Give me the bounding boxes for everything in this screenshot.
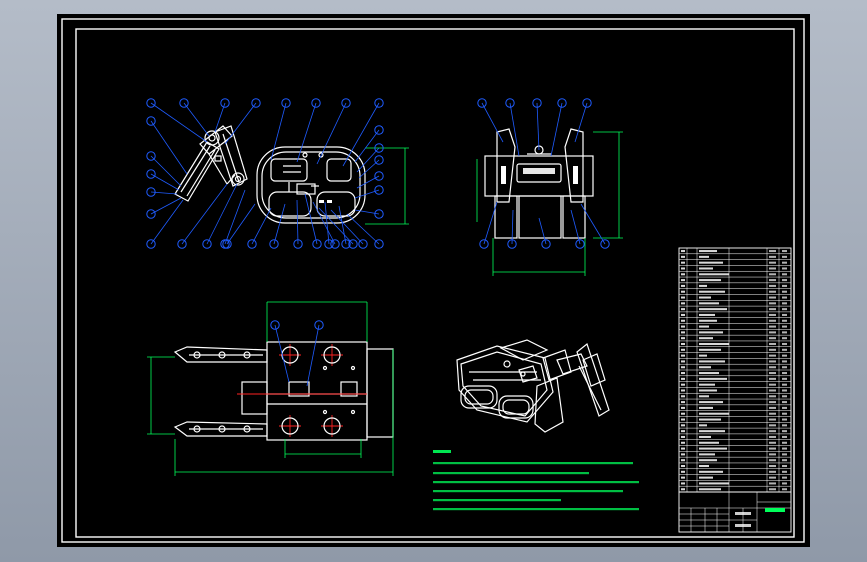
side-view-balloon (296, 98, 321, 163)
side-view-balloon (312, 201, 340, 249)
front-view-balloon (570, 209, 585, 249)
side-view-balloon (318, 207, 358, 249)
side-view-balloon (354, 125, 384, 163)
side-view-balloon (179, 98, 210, 137)
front-view-balloon (532, 98, 542, 151)
side-view-balloon (214, 98, 230, 133)
cad-viewport[interactable] (57, 14, 810, 547)
side-view-balloon (304, 193, 322, 249)
side-view-balloon (354, 209, 384, 219)
front-view-balloon (477, 98, 504, 143)
front-view-balloon (550, 98, 567, 157)
side-view-balloon (356, 171, 384, 189)
side-view-balloon (220, 189, 246, 249)
side-view-arm (174, 125, 248, 202)
front-view-balloons (477, 98, 610, 249)
top-view-balloon (306, 320, 324, 387)
side-view-balloon (177, 183, 228, 249)
side-view-balloon (146, 199, 184, 249)
side-view-balloon (202, 183, 238, 249)
side-view-balloon (247, 207, 272, 249)
front-view-balloon (574, 98, 592, 143)
side-view-balloons (146, 98, 384, 249)
side-view-balloon (324, 201, 334, 249)
outer-frame (61, 18, 805, 543)
front-view-balloon (479, 201, 498, 249)
bill-of-materials (678, 247, 792, 493)
side-view-balloon (146, 197, 182, 219)
isometric-view (456, 339, 610, 433)
side-view-dimensions (365, 147, 409, 225)
side-view-balloon (269, 203, 286, 249)
side-view-balloon (346, 213, 384, 249)
front-view (476, 98, 623, 276)
side-view-balloon (316, 98, 351, 165)
side-view-balloon (146, 151, 182, 187)
top-view-balloons (270, 320, 324, 387)
technical-requirements (433, 450, 639, 511)
assembly-drawing (61, 18, 805, 543)
side-view-balloon (222, 203, 256, 249)
top-view (147, 301, 394, 476)
side-view-balloon (224, 98, 261, 145)
side-view-balloon (338, 205, 351, 249)
side-view-balloon (270, 98, 291, 161)
side-view-balloon (146, 169, 180, 191)
side-view (146, 98, 409, 249)
front-view-balloon (507, 209, 517, 249)
side-view-balloon (342, 98, 384, 167)
front-view-balloon (538, 217, 551, 249)
side-view-balloon (354, 185, 384, 199)
side-view-balloon (330, 209, 368, 249)
inner-frame (75, 28, 795, 538)
front-view-balloon (505, 98, 520, 157)
side-view-balloon (146, 116, 188, 175)
title-block (678, 491, 792, 533)
side-view-balloon (146, 187, 178, 197)
side-view-balloon (356, 143, 384, 173)
top-view-balloon (270, 320, 290, 383)
side-view-balloon (146, 98, 208, 143)
side-view-balloon (293, 199, 303, 249)
side-view-body (256, 146, 366, 224)
side-view-balloon (358, 155, 384, 179)
front-view-balloon (580, 203, 610, 249)
